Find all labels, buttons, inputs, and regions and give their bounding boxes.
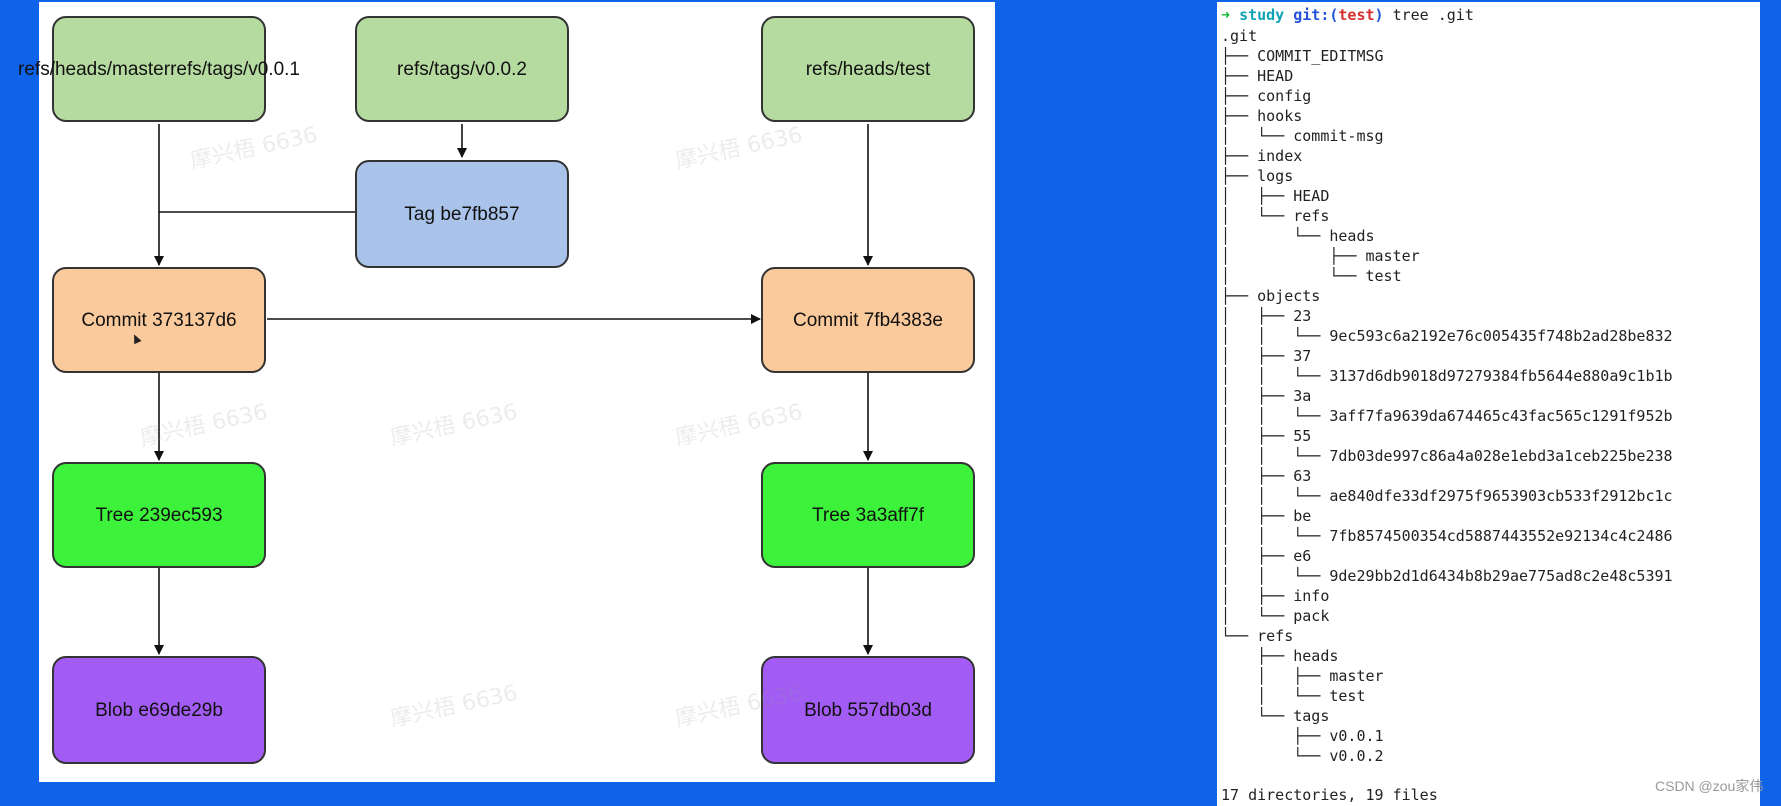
tree-line: ├── COMMIT_EDITMSG [1221,47,1384,65]
tree-line: ├── objects [1221,287,1321,305]
tree-line: │ └── heads [1221,227,1375,245]
tree-line: ├── HEAD [1221,67,1294,85]
tree-line: │ ├── 55 [1221,427,1312,445]
tree-line: │ │ └── 3137d6db9018d97279384fb5644e880a… [1221,367,1673,385]
tree-line: ├── heads [1221,647,1339,665]
tree-line: │ ├── master [1221,247,1420,265]
tree-line: │ └── commit-msg [1221,127,1384,145]
node-label: refs/tags/v0.0.1 [170,58,300,80]
node-label: Tag be7fb857 [404,203,520,225]
prompt-git-close: ) [1374,6,1384,24]
node-label: Blob 557db03d [804,699,932,721]
node-label: Tree 239ec593 [95,504,223,526]
node-commit-2: Commit 7fb4383e [761,267,975,373]
terminal-window: ➜ study git:(test) tree .git .git ├── COM… [1217,2,1760,806]
node-tree-1: Tree 239ec593 [52,462,266,568]
node-label: Blob e69de29b [95,699,223,721]
tree-line: ├── logs [1221,167,1294,185]
node-blob-1: Blob e69de29b [52,656,266,764]
tree-line: │ ├── 23 [1221,307,1312,325]
tree-line: │ ├── HEAD [1221,187,1330,205]
tree-line: │ └── refs [1221,207,1330,225]
prompt-directory: study [1239,6,1285,24]
tree-line: │ └── test [1221,687,1366,705]
tree-line: │ ├── info [1221,587,1330,605]
tree-line: │ ├── e6 [1221,547,1312,565]
tree-line: │ │ └── 9de29bb2d1d6434b8b29ae775ad8c2e4… [1221,567,1673,585]
prompt-command: tree .git [1392,6,1474,24]
tree-line: │ │ └── 7fb8574500354cd5887443552e92134c… [1221,527,1673,545]
tree-line: ├── index [1221,147,1303,165]
node-refs-tag: refs/tags/v0.0.2 [355,16,569,122]
tree-line: ├── hooks [1221,107,1303,125]
tree-line: └── refs [1221,627,1294,645]
diagram-connectors [154,124,873,655]
node-label: Commit 373137d6 [81,309,237,331]
node-label: refs/heads/master [18,58,171,80]
tree-line: │ ├── 3a [1221,387,1312,405]
tree-line: ├── v0.0.1 [1221,727,1384,745]
tree-line: .git [1221,27,1258,45]
node-label: Tree 3a3aff7f [812,504,924,526]
tree-line: │ ├── 37 [1221,347,1312,365]
git-directory-tree: .git ├── COMMIT_EDITMSG ├── HEAD ├── config… [1221,26,1673,766]
node-refs-test: refs/heads/test [761,16,975,122]
node-tag: Tag be7fb857 [355,160,569,268]
node-label: refs/heads/test [805,58,931,80]
tree-line: ├── config [1221,87,1312,105]
tree-summary: 17 directories, 19 files [1221,786,1438,804]
node-commit-1: Commit 373137d6 [52,267,266,373]
prompt-git-label: git:( [1293,6,1339,24]
tree-line: │ │ └── 3aff7fa9639da674465c43fac565c129… [1221,407,1673,425]
node-label: refs/tags/v0.0.2 [397,58,527,80]
tree-line: │ │ └── 9ec593c6a2192e76c005435f748b2ad2… [1221,327,1673,345]
node-blob-2: Blob 557db03d [761,656,975,764]
tree-line: └── tags [1221,707,1330,725]
tree-line: │ ├── master [1221,667,1384,685]
terminal-prompt: ➜ study git:(test) tree .git [1221,6,1474,24]
tree-line: │ │ └── ae840dfe33df2975f9653903cb533f29… [1221,487,1673,505]
tree-line: └── v0.0.2 [1221,747,1384,765]
prompt-branch: test [1338,6,1375,24]
prompt-arrow-icon: ➜ [1221,6,1231,24]
tree-line: │ ├── be [1221,507,1312,525]
tree-line: │ └── pack [1221,607,1330,625]
csdn-watermark: CSDN @zou家伟 [1655,778,1764,794]
node-tree-2: Tree 3a3aff7f [761,462,975,568]
node-label: Commit 7fb4383e [793,309,943,331]
tree-line: │ └── test [1221,267,1402,285]
tree-line: │ │ └── 7db03de997c86a4a028e1ebd3a1ceb22… [1221,447,1673,465]
tree-line: │ ├── 63 [1221,467,1312,485]
